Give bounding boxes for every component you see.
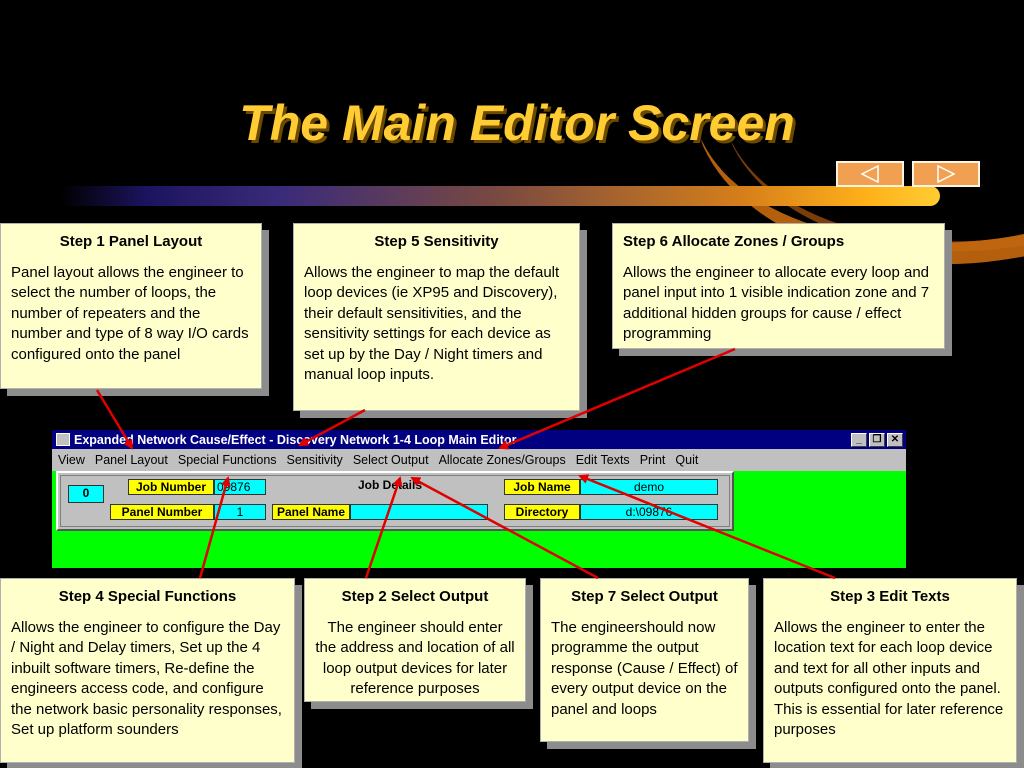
job-number-field[interactable]: 09876 xyxy=(214,479,266,495)
job-number-label: Job Number xyxy=(128,479,214,495)
window-titlebar[interactable]: Expanded Network Cause/Effect - Discover… xyxy=(52,430,906,449)
menu-special-functions[interactable]: Special Functions xyxy=(177,453,277,467)
job-name-field[interactable]: demo xyxy=(580,479,718,495)
callout-heading: Step 5 Sensitivity xyxy=(374,233,499,250)
callout-heading: Step 2 Select Output xyxy=(341,588,489,605)
callout-step-5: Step 5 Sensitivity Allows the engineer t… xyxy=(293,223,580,411)
slide-title: The Main Editor Screen xyxy=(239,95,795,151)
callout-step-6: Step 6 Allocate Zones / Groups Allows th… xyxy=(612,223,945,349)
menu-print[interactable]: Print xyxy=(639,453,666,467)
app-icon xyxy=(56,433,70,446)
panel-number-field[interactable]: 1 xyxy=(214,504,266,520)
callout-heading: Step 6 Allocate Zones / Groups xyxy=(623,233,845,250)
callout-heading: Step 7 Select Output xyxy=(571,588,718,605)
app-window: Expanded Network Cause/Effect - Discover… xyxy=(52,430,906,568)
menu-allocate-zones-groups[interactable]: Allocate Zones/Groups xyxy=(438,453,566,467)
callout-step-2: Step 2 Select Output The engineer should… xyxy=(304,578,526,702)
triangle-right-icon xyxy=(937,165,956,183)
job-name-label: Job Name xyxy=(504,479,580,495)
window-title: Expanded Network Cause/Effect - Discover… xyxy=(74,432,517,447)
callout-heading: Step 1 Panel Layout xyxy=(59,233,203,250)
menu-sensitivity[interactable]: Sensitivity xyxy=(286,453,343,467)
callout-text: Allows the engineer to enter the locatio… xyxy=(774,618,1004,739)
callout-step-3: Step 3 Edit Texts Allows the engineer to… xyxy=(763,578,1017,763)
callout-text: The engineershould now programme the out… xyxy=(551,618,738,718)
menu-panel-layout[interactable]: Panel Layout xyxy=(94,453,168,467)
next-slide-button[interactable] xyxy=(912,161,980,187)
callout-step-7: Step 7 Select Output The engineershould … xyxy=(540,578,749,742)
callout-text: The engineer should enter the address an… xyxy=(315,618,515,698)
callout-text: Allows the engineer to configure the Day… xyxy=(11,618,282,739)
job-details-label: Job Details xyxy=(358,478,423,492)
panel-number-label: Panel Number xyxy=(110,504,214,520)
previous-slide-button[interactable] xyxy=(836,161,904,187)
callout-text: Panel layout allows the engineer to sele… xyxy=(11,263,249,363)
callout-step-4: Step 4 Special Functions Allows the engi… xyxy=(0,578,295,763)
restore-button[interactable]: ❐ xyxy=(869,432,885,447)
menu-select-output[interactable]: Select Output xyxy=(352,453,429,467)
close-button[interactable]: ✕ xyxy=(887,432,903,447)
menu-bar: View Panel Layout Special Functions Sens… xyxy=(52,449,906,471)
triangle-left-icon xyxy=(860,165,879,183)
callout-heading: Step 4 Special Functions xyxy=(58,588,237,605)
minimize-button[interactable]: _ xyxy=(851,432,867,447)
callout-text: Allows the engineer to map the default l… xyxy=(304,263,560,384)
job-details-panel: 0 Job Number 09876 Job Details Job Name … xyxy=(56,471,734,531)
menu-view[interactable]: View xyxy=(58,453,85,467)
menu-quit[interactable]: Quit xyxy=(675,453,699,467)
job-counter: 0 xyxy=(68,485,104,503)
menu-edit-texts[interactable]: Edit Texts xyxy=(575,453,630,467)
panel-name-label: Panel Name xyxy=(272,504,350,520)
callout-text: Allows the engineer to allocate every lo… xyxy=(623,263,930,343)
panel-name-field[interactable] xyxy=(350,504,488,520)
callout-step-1: Step 1 Panel Layout Panel layout allows … xyxy=(0,223,262,389)
decorative-swoosh xyxy=(60,186,940,206)
directory-label: Directory xyxy=(504,504,580,520)
directory-field[interactable]: d:\09876 xyxy=(580,504,718,520)
callout-heading: Step 3 Edit Texts xyxy=(830,588,950,605)
